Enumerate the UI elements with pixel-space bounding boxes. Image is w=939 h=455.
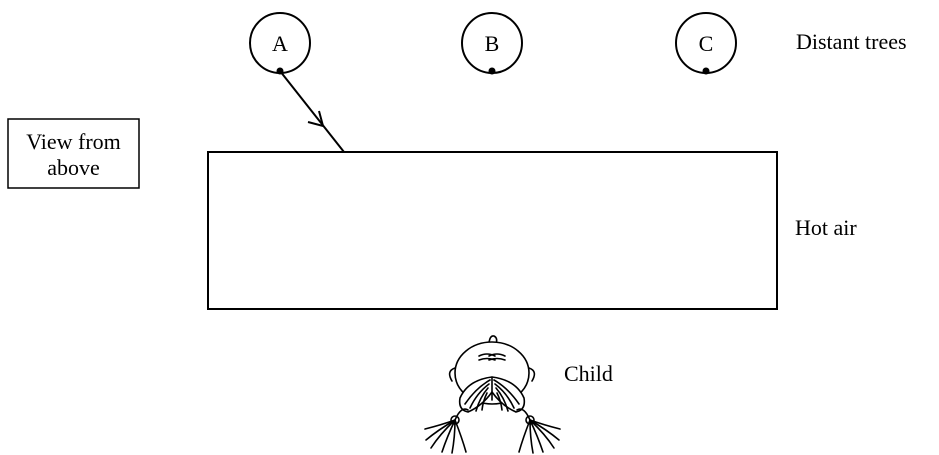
hot-air-label: Hot air [795, 215, 857, 240]
tree-c-dot [702, 67, 710, 75]
distant-trees-label: Distant trees [796, 29, 907, 54]
tree-b-label: B [485, 31, 500, 56]
tree-c-label: C [699, 31, 714, 56]
light-ray-arrowhead [307, 110, 325, 128]
view-box-border [7, 118, 140, 189]
view-box-line1: View from [26, 129, 121, 154]
child-label: Child [564, 361, 613, 386]
light-ray [279, 70, 345, 153]
tree-b-dot [488, 67, 496, 75]
hot-air-region [207, 151, 778, 310]
view-box-line2: above [47, 155, 100, 180]
tree-a: A [249, 12, 311, 75]
tree-a-label: A [272, 31, 288, 56]
child-icon [424, 335, 561, 454]
tree-b: B [461, 12, 523, 75]
tree-c: C [675, 12, 737, 75]
view-from-above-box: View from above [7, 118, 140, 189]
light-ray-line [279, 70, 345, 153]
